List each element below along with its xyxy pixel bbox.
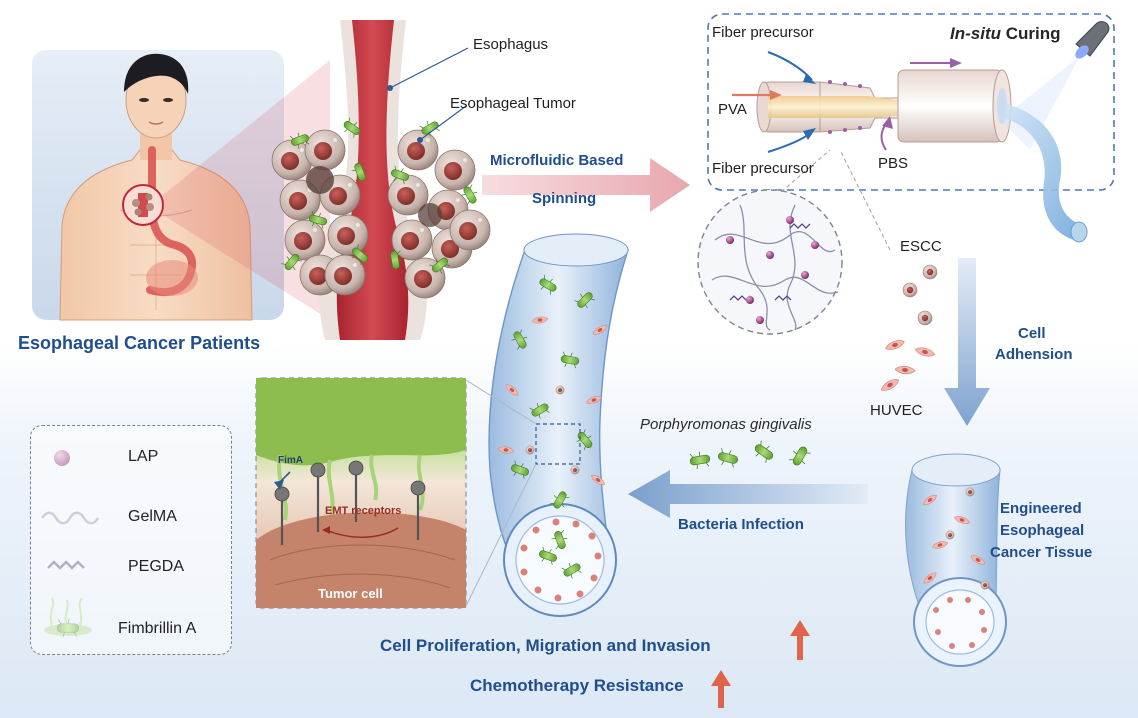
fiber-precursor-bottom-label: Fiber precursor [712,160,814,177]
curing-text: Curing [1001,24,1061,43]
pg-bacteria [688,439,813,471]
emt-receptors-label: EMT receptors [325,505,402,517]
outcome-line2: Chemotherapy Resistance [470,676,684,695]
cell-adhesion-line1: Cell [1018,325,1046,342]
pbs-label: PBS [878,155,909,172]
up-arrow-icon [790,620,810,660]
hydrogel-network [697,149,891,335]
adhesion-arrow [944,258,990,426]
pg-species-label: Porphyromonas gingivalis [640,416,812,433]
mechanism-inset [255,377,467,609]
spinning-line2: Spinning [532,190,597,207]
infected-tissue [465,233,629,617]
esophagus-label: Esophagus [473,36,549,53]
cell-adhesion [878,258,990,426]
esophagus-illustration [271,20,491,340]
zoom-box [535,423,581,465]
insitu-italic: In-situ [950,24,1001,43]
device-box [707,13,1115,191]
fima-label: FimA [278,455,303,466]
bacteria-infection-label: Bacteria Infection [678,516,804,533]
legend-pegda-label: PEGDA [128,558,185,575]
esophageal-tumor-label: Esophageal Tumor [450,95,576,112]
patients-caption: Esophageal Cancer Patients [18,333,261,353]
engineered-tissue [905,453,1007,667]
microfluidic-device [707,13,1115,243]
tumor-cells [271,129,491,299]
legend-fimbrillin-label: Fimbrillin A [118,620,197,637]
spinning-line1: Microfluidic Based [490,152,624,169]
engineered-line2: Esophageal [1000,522,1085,539]
up-arrow-icon [711,670,731,708]
insitu-curing-label: In-situ Curing [950,24,1061,44]
engineered-line1: Engineered [1000,500,1082,517]
legend-lap-label: LAP [128,448,159,465]
tumor-cell-label: Tumor cell [318,586,383,601]
uv-lamp-icon [1000,21,1110,150]
spinning-arrow [482,158,690,212]
infection-arrow [628,470,868,518]
huvec-label: HUVEC [870,402,923,419]
increase-arrows [711,620,810,708]
escc-label: ESCC [900,238,942,255]
patient-panel [32,50,330,321]
cell-adhesion-line2: Adhension [995,346,1073,363]
engineered-line3: Cancer Tissue [990,544,1093,561]
legend [30,425,232,655]
fiber-precursor-top-label: Fiber precursor [712,24,814,41]
zoom-wedge [163,60,330,320]
legend-gelma-label: GelMA [128,508,177,525]
pva-label: PVA [718,101,747,118]
outcome-line1: Cell Proliferation, Migration and Invasi… [380,636,711,655]
patient-figure [59,53,253,321]
